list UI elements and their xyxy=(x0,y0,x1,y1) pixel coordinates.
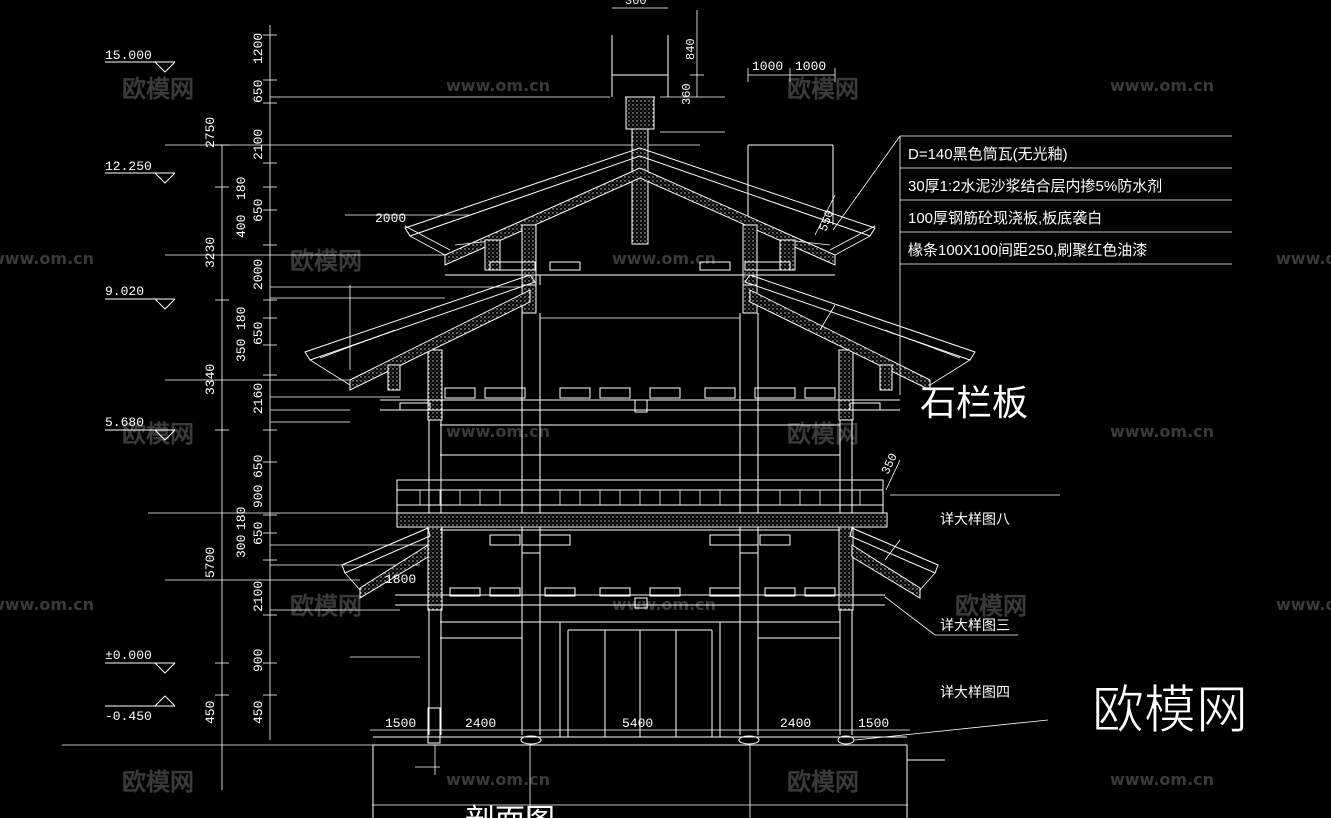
watermark-cn: 欧模网 xyxy=(290,592,362,620)
watermark-cn: 欧模网 xyxy=(787,420,859,448)
watermark-url: www.om.cn xyxy=(1110,770,1214,789)
detail-callouts: 详大样图八 详大样图三 详大样图四 xyxy=(854,494,1060,741)
dim-label: 2160 xyxy=(251,383,266,414)
note-line: 100厚钢筋砼现浇板,板底袭白 xyxy=(908,209,1102,227)
dim-label: 650 xyxy=(251,199,266,222)
dim-label: 400 xyxy=(234,215,249,238)
dim-label: 2100 xyxy=(251,581,266,612)
callout-label: 详大样图四 xyxy=(940,684,1010,700)
level-marker: 9.020 xyxy=(105,284,176,310)
watermark-cn: 欧模网 xyxy=(955,592,1027,620)
vertical-dimensions: 2750 3230 3340 5700 450 1200 650 2100 18… xyxy=(203,25,277,790)
dim-label: 3340 xyxy=(203,364,218,395)
level-label: -0.450 xyxy=(105,709,152,724)
dim-label: 840 xyxy=(684,38,698,60)
dim-label: 550 xyxy=(817,208,838,233)
dim-label: 450 xyxy=(251,701,266,724)
callout-label: 详大样图三 xyxy=(940,617,1010,633)
dim-label: 2400 xyxy=(780,716,811,731)
lower-roof: 1800 xyxy=(341,527,939,599)
platform-base xyxy=(372,707,945,818)
watermark-url: www.om.cn xyxy=(0,595,94,614)
level-label: 9.020 xyxy=(105,284,144,299)
watermark-url: www.om.cn xyxy=(0,249,94,268)
level-label: 5.680 xyxy=(105,415,144,430)
dim-label: 180 xyxy=(234,307,249,330)
dim-label: 3230 xyxy=(203,237,218,268)
level-label: ±0.000 xyxy=(105,648,152,663)
dim-label: 1200 xyxy=(251,33,266,64)
dim-label: 180 xyxy=(234,177,249,200)
level-marker: 15.000 xyxy=(105,48,176,73)
dim-label: 300 xyxy=(234,535,249,558)
material-notes: D=140黑色筒瓦(无光釉) 30厚1:2水泥沙浆结合层内掺5%防水剂 100厚… xyxy=(832,135,1232,395)
dim-label: 180 xyxy=(234,507,249,530)
dim-label: 900 xyxy=(251,485,266,508)
dim-label: 1500 xyxy=(385,716,416,731)
level-label: 12.250 xyxy=(105,159,152,174)
note-line: 椽条100X100间距250,刷聚红色油漆 xyxy=(908,242,1147,259)
dim-label: 650 xyxy=(251,80,266,103)
level-marker: 5.680 xyxy=(105,415,176,441)
stone-railing: 350 xyxy=(396,451,901,528)
dim-label: 5400 xyxy=(622,716,653,731)
watermark-url: www.om.cn xyxy=(1110,422,1214,441)
note-line: 30厚1:2水泥沙浆结合层内掺5%防水剂 xyxy=(908,177,1162,195)
level-marker: ±0.000 xyxy=(105,648,176,674)
section-title: 剖面图 xyxy=(465,804,555,818)
level-label: 15.000 xyxy=(105,48,152,63)
dim-label: 1500 xyxy=(858,716,889,731)
top-dims: 1000 1000 xyxy=(747,59,836,230)
dim-label: 2400 xyxy=(465,716,496,731)
dim-label: 650 xyxy=(251,322,266,345)
watermark-url: www.om.cn xyxy=(1276,595,1331,614)
lower-brackets xyxy=(395,529,885,639)
dim-label: 2000 xyxy=(375,211,406,226)
dim-label: 650 xyxy=(251,522,266,545)
dim-label: 1000 xyxy=(752,59,783,74)
watermark-cn: 欧模网 xyxy=(787,75,859,103)
dim-label: 1800 xyxy=(385,572,416,587)
level-marker: 12.250 xyxy=(105,159,176,184)
watermark-url: www.om.cn xyxy=(446,770,550,789)
stone-railing-label: 石栏板 xyxy=(920,382,1028,423)
dim-label: 1000 xyxy=(795,59,826,74)
dim-label: 450 xyxy=(203,701,218,724)
dim-label: 350 xyxy=(879,451,901,477)
watermark-cn: 欧模网 xyxy=(122,768,194,796)
watermark-cn: 欧模网 xyxy=(122,420,194,448)
level-markers: 15.000 12.250 9.020 5.680 ±0.000 -0.450 xyxy=(105,48,176,724)
watermark-cn: 欧模网 xyxy=(122,75,194,103)
leader-lines xyxy=(62,96,700,746)
dim-label: 5700 xyxy=(203,547,218,578)
watermark-cn: 欧模网 xyxy=(787,768,859,796)
dim-label: 2100 xyxy=(251,129,266,160)
watermark-url: www.om.cn xyxy=(446,76,550,95)
dim-label: 360 xyxy=(680,83,694,105)
level-marker: -0.450 xyxy=(105,695,176,724)
watermark-url: www.om.cn xyxy=(612,249,716,268)
dim-label: 900 xyxy=(251,649,266,672)
brand-logo: 欧模网 xyxy=(1092,681,1248,741)
dim-label: 2000 xyxy=(251,259,266,290)
watermark-cn: 欧模网 xyxy=(290,247,362,275)
middle-brackets xyxy=(380,387,900,456)
watermarks: 欧模网 www.om.cn 欧模网 www.om.cn www.om.cn 欧模… xyxy=(0,75,1331,796)
dim-label: 300 xyxy=(625,0,647,8)
dim-label: 350 xyxy=(234,339,249,362)
bottom-dimensions: 1500 2400 5400 2400 1500 xyxy=(370,716,910,731)
callout-label: 详大样图八 xyxy=(940,511,1010,527)
dim-label: 650 xyxy=(251,455,266,478)
watermark-url: www.om.cn xyxy=(1276,249,1331,268)
upper-brackets xyxy=(445,239,835,319)
watermark-url: www.om.cn xyxy=(446,422,550,441)
dim-label: 2750 xyxy=(203,117,218,148)
middle-roof xyxy=(304,274,976,391)
watermark-url: www.om.cn xyxy=(1110,76,1214,95)
note-line: D=140黑色筒瓦(无光釉) xyxy=(908,146,1068,163)
